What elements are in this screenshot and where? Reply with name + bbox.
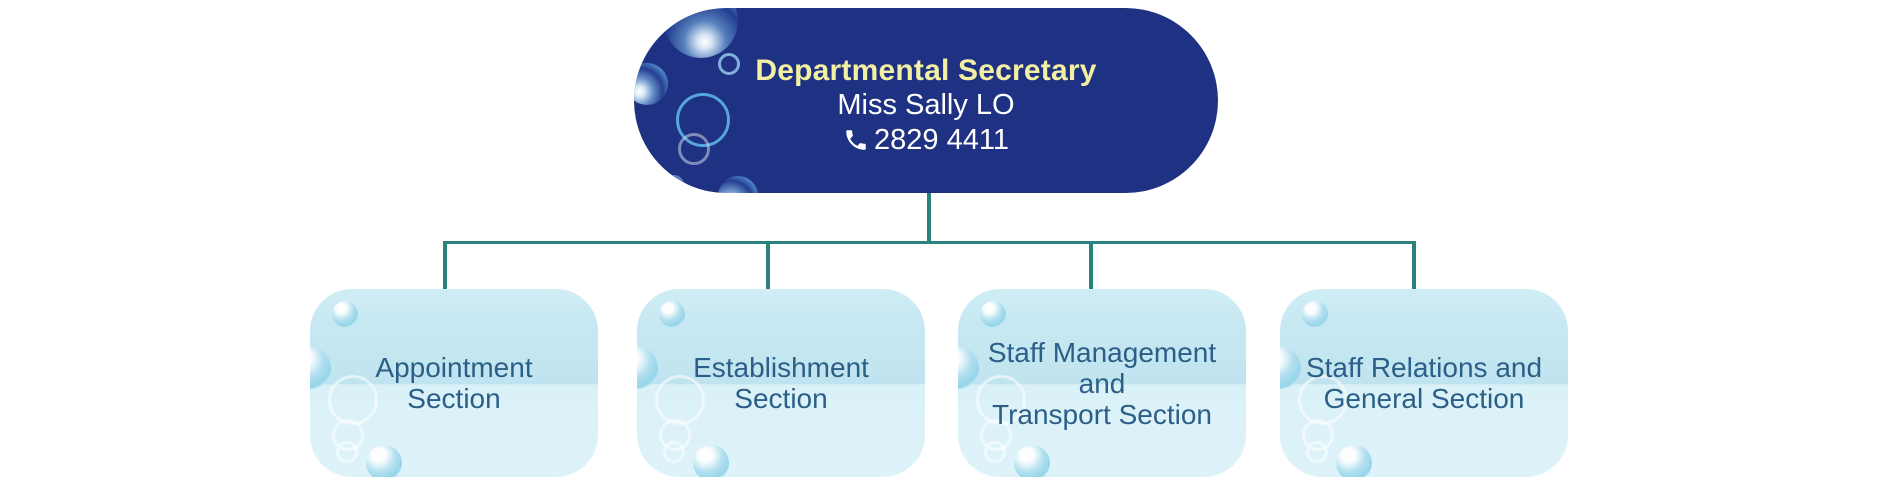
connector-horizontal-bar xyxy=(443,241,1416,244)
bubble-ring-decoration xyxy=(659,419,691,451)
bubble-decoration xyxy=(1336,445,1372,477)
bubble-ring-decoration xyxy=(676,93,730,147)
connector-drop-staff-relations xyxy=(1412,243,1416,290)
bubble-ring-decoration xyxy=(984,441,1006,463)
bubble-decoration xyxy=(958,347,979,389)
org-node-staff-management-transport-section: Staff Management and Transport Section xyxy=(958,289,1246,477)
bubble-decoration xyxy=(366,445,402,477)
section-node-label: Staff Management and Transport Section xyxy=(987,336,1217,430)
connector-drop-establishment xyxy=(766,243,770,290)
bubble-ring-decoration xyxy=(336,441,358,463)
bubble-ring-decoration xyxy=(1302,419,1334,451)
bubble-decoration xyxy=(664,8,738,58)
root-node-title: Departmental Secretary xyxy=(755,54,1097,87)
root-node-person: Miss Sally LO xyxy=(837,89,1015,121)
bubble-decoration xyxy=(634,63,668,105)
bubble-decoration xyxy=(310,347,331,389)
bubble-decoration xyxy=(1302,301,1328,327)
bubble-ring-decoration xyxy=(718,53,740,75)
bubble-ring-decoration xyxy=(664,175,684,193)
bubble-decoration xyxy=(637,347,658,389)
root-node-phone-row: 2829 4411 xyxy=(843,122,1009,158)
section-node-label: Appointment Section xyxy=(375,352,533,414)
bubble-decoration xyxy=(980,301,1006,327)
section-node-label: Staff Relations and General Section xyxy=(1305,352,1543,414)
bubble-decoration xyxy=(1014,445,1050,477)
section-node-label: Establishment Section xyxy=(693,352,869,414)
bubble-ring-decoration xyxy=(663,441,685,463)
connector-drop-appointment xyxy=(443,243,447,290)
root-node-phone-number: 2829 4411 xyxy=(874,124,1009,156)
bubble-decoration xyxy=(693,445,729,477)
org-node-establishment-section: Establishment Section xyxy=(637,289,925,477)
bubble-ring-decoration xyxy=(332,419,364,451)
connector-drop-staff-management xyxy=(1089,243,1093,290)
connector-root-stem xyxy=(927,186,931,243)
bubble-ring-decoration xyxy=(1306,441,1328,463)
bubble-ring-decoration xyxy=(678,133,710,165)
org-node-staff-relations-general-section: Staff Relations and General Section xyxy=(1280,289,1568,477)
bubble-decoration xyxy=(1280,347,1301,389)
bubble-decoration xyxy=(659,301,685,327)
bubble-decoration xyxy=(332,301,358,327)
org-node-appointment-section: Appointment Section xyxy=(310,289,598,477)
org-node-departmental-secretary: Departmental Secretary Miss Sally LO 282… xyxy=(634,8,1218,193)
bubble-decoration xyxy=(718,176,758,193)
phone-handset-icon xyxy=(846,130,866,150)
bubble-ring-decoration xyxy=(328,375,378,425)
